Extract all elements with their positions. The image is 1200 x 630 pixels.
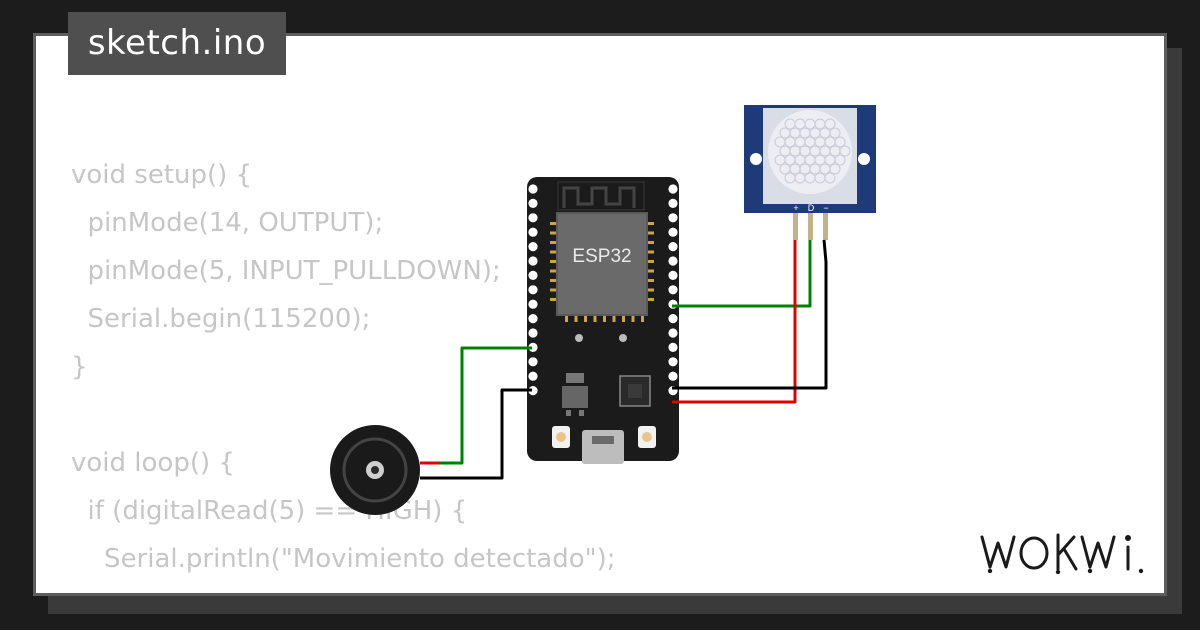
wire-ground-buzzer — [420, 388, 532, 480]
piezo-buzzer[interactable] — [330, 425, 420, 515]
pin-hole — [668, 256, 678, 266]
pin-hole — [528, 242, 538, 252]
board-pins-left — [528, 184, 538, 396]
code-line: digitalWrite(14, HIGH); — [71, 583, 616, 593]
code-line: pinMode(5, INPUT_PULLDOWN); — [71, 256, 501, 286]
pin-hole — [528, 357, 538, 367]
chip-label: ESP32 — [572, 246, 631, 267]
pin-hole — [668, 371, 678, 381]
pin-hole — [668, 242, 678, 252]
pir-pin-label: D — [808, 203, 815, 213]
code-line: pinMode(14, OUTPUT); — [71, 208, 384, 238]
pin-hole — [528, 198, 538, 208]
pin-hole — [528, 270, 538, 280]
wire-power-3v3 — [672, 240, 797, 404]
esp32-board[interactable]: ESP32 — [527, 177, 679, 464]
pin-hole — [668, 357, 678, 367]
pin-hole — [668, 270, 678, 280]
wire-signal-d14 — [420, 346, 532, 465]
esp32-chip — [550, 212, 654, 322]
code-preview: void setup() { pinMode(14, OUTPUT); pinM… — [71, 151, 616, 593]
pin-hole — [668, 328, 678, 338]
pin-hole — [668, 198, 678, 208]
code-line: } — [71, 352, 88, 382]
pin-hole — [528, 213, 538, 223]
wire-signal-d5 — [672, 240, 812, 308]
pin-hole — [668, 342, 678, 352]
pir-pin-label: + — [793, 203, 798, 213]
pin-hole — [668, 285, 678, 295]
pin-hole — [668, 227, 678, 237]
pin-hole — [528, 285, 538, 295]
pin-hole — [668, 314, 678, 324]
pin-hole — [528, 328, 538, 338]
code-line: Serial.begin(115200); — [71, 304, 371, 334]
pin-hole — [528, 227, 538, 237]
pin-hole — [528, 299, 538, 309]
pin-hole — [668, 184, 678, 194]
pin-hole — [668, 213, 678, 223]
pin-hole — [528, 184, 538, 194]
pin-hole — [528, 342, 538, 352]
code-line: void loop() { — [71, 448, 235, 478]
wire-ground-pir — [672, 239, 828, 390]
pin-hole — [528, 386, 538, 396]
wires — [420, 239, 828, 480]
board-pins-right — [668, 184, 678, 396]
pin-hole — [528, 314, 538, 324]
pin-hole — [528, 371, 538, 381]
sketch-title: sketch.ino — [68, 12, 286, 75]
code-line: Serial.println("Movimiento detectado"); — [71, 544, 616, 574]
pin-hole — [528, 256, 538, 266]
pir-motion-sensor[interactable]: + D − — [744, 105, 876, 240]
wokwi-logo — [980, 533, 1144, 575]
pir-pin-label: − — [823, 203, 828, 213]
code-line: void setup() { — [71, 160, 253, 190]
